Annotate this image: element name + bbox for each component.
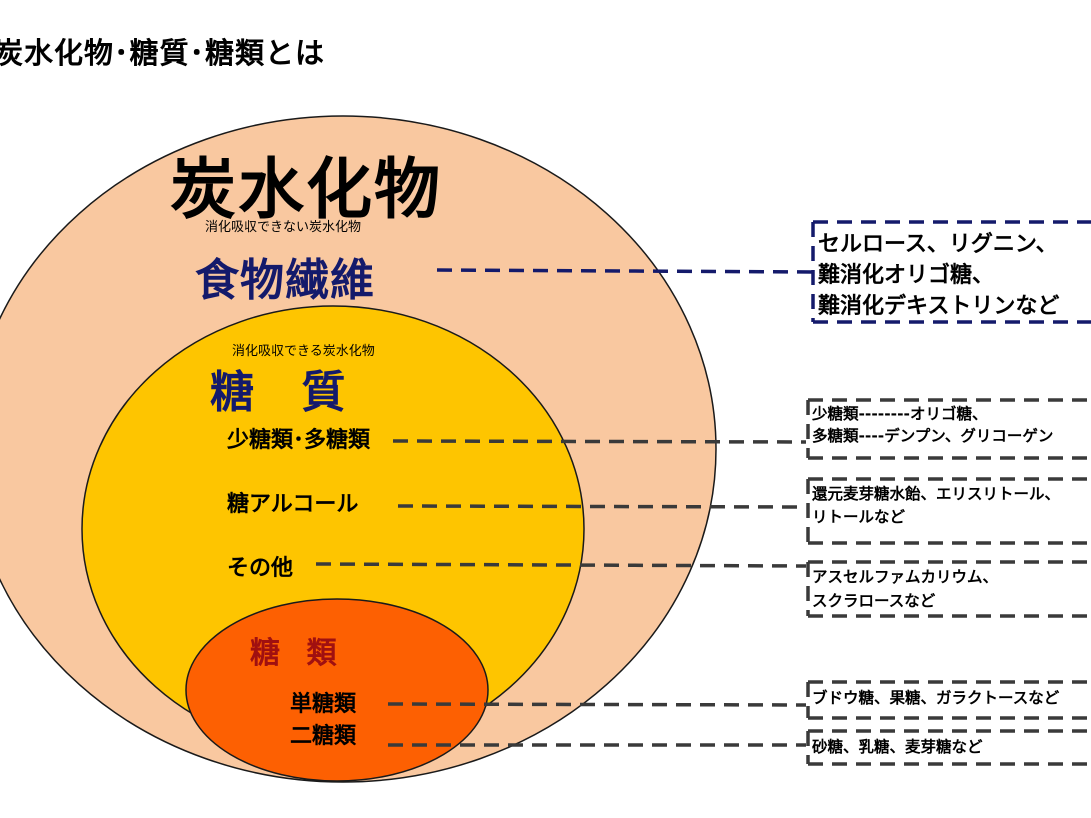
page-title: 炭水化物･糖質･糖類とは bbox=[0, 36, 326, 70]
poly-example-line: 多糖類----デンプン、グリコーゲン bbox=[812, 427, 1054, 445]
alcohol-example-line: 還元麦芽糖水飴、エリスリトール、 bbox=[812, 485, 1061, 503]
di-connector bbox=[388, 729, 1091, 766]
saccharide-circle bbox=[185, 598, 489, 782]
fiber-example-line: 難消化オリゴ糖、 bbox=[818, 263, 995, 288]
mono-connector bbox=[387, 680, 1091, 720]
fiber-sublabel: 消化吸収できない炭水化物 bbox=[205, 220, 362, 235]
alcohol-example-line: リトールなど bbox=[812, 508, 906, 526]
carbohydrate-label: 炭水化物 bbox=[170, 151, 442, 228]
other-label: その他 bbox=[227, 556, 294, 581]
poly-example-line: 少糖類--------オリゴ糖、 bbox=[812, 405, 988, 423]
saccharide-label: 糖 類 bbox=[250, 636, 345, 671]
other-example-line: アスセルファムカリウム、 bbox=[812, 568, 999, 586]
monosaccharide-label: 単糖類 bbox=[290, 692, 357, 717]
fiber-example-line: セルロース、リグニン、 bbox=[818, 232, 1058, 257]
alcohol-connector bbox=[397, 477, 1091, 545]
poly-saccharide-label: 少糖類･多糖類 bbox=[227, 428, 371, 453]
poly-connector bbox=[392, 398, 1091, 460]
poly-examples-box: 少糖類--------オリゴ糖、 多糖類----デンプン、グリコーゲン bbox=[812, 403, 1053, 447]
sugar-sublabel: 消化吸収できる炭水化物 bbox=[232, 344, 375, 359]
sugar-alcohol-label: 糖アルコール bbox=[227, 492, 359, 517]
mono-examples-box: ブドウ糖、果糖、ガラクトースなど bbox=[812, 686, 1059, 708]
fiber-connector bbox=[436, 220, 1091, 324]
other-connector bbox=[315, 560, 1091, 618]
fiber-label: 食物繊維 bbox=[195, 255, 375, 306]
di-example-line: 砂糖、乳糖、麦芽糖など bbox=[812, 738, 983, 756]
fiber-examples-box: セルロース、リグニン、 難消化オリゴ糖、 難消化デキストリンなど bbox=[818, 229, 1059, 322]
alcohol-examples-box: 還元麦芽糖水飴、エリスリトール、 リトールなど bbox=[812, 483, 1060, 529]
sugar-label: 糖 質 bbox=[210, 367, 362, 418]
mono-example-line: ブドウ糖、果糖、ガラクトースなど bbox=[812, 689, 1060, 707]
fiber-example-line: 難消化デキストリンなど bbox=[818, 294, 1060, 319]
disaccharide-label: 二糖類 bbox=[290, 724, 357, 749]
di-examples-box: 砂糖、乳糖、麦芽糖など bbox=[812, 735, 983, 757]
other-example-line: スクラロースなど bbox=[812, 592, 936, 610]
other-examples-box: アスセルファムカリウム、 スクラロースなど bbox=[812, 565, 998, 613]
